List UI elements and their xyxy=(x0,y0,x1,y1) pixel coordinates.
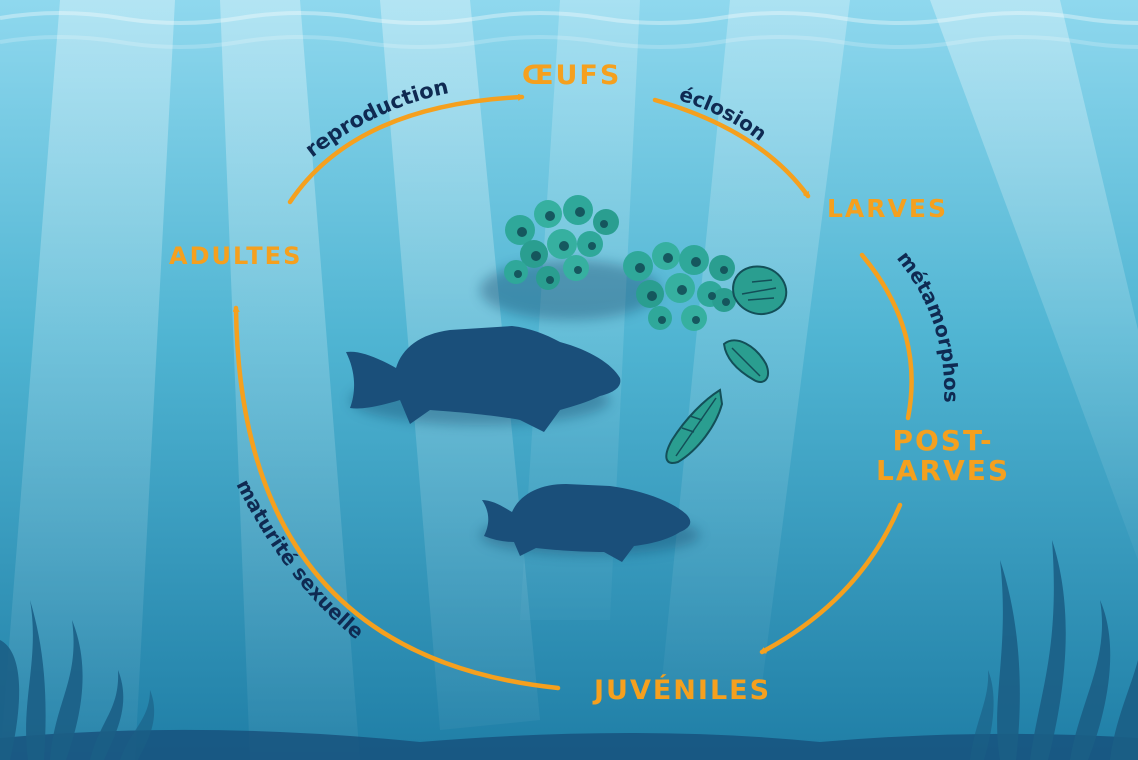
stage-label-oeufs: ŒUFS xyxy=(522,62,621,89)
stage-label-larves: LARVES xyxy=(827,196,948,221)
sea-floor xyxy=(0,730,1138,760)
stage-label-post-larves: POST- LARVES xyxy=(876,426,1010,486)
stage-label-adultes: ADULTES xyxy=(169,244,302,268)
stage-label-juveniles: JUVÉNILES xyxy=(594,677,771,704)
stage-label-post-line1: POST- xyxy=(876,426,1010,456)
stage-label-post-line2: LARVES xyxy=(876,456,1010,486)
larva-icon xyxy=(733,266,786,314)
